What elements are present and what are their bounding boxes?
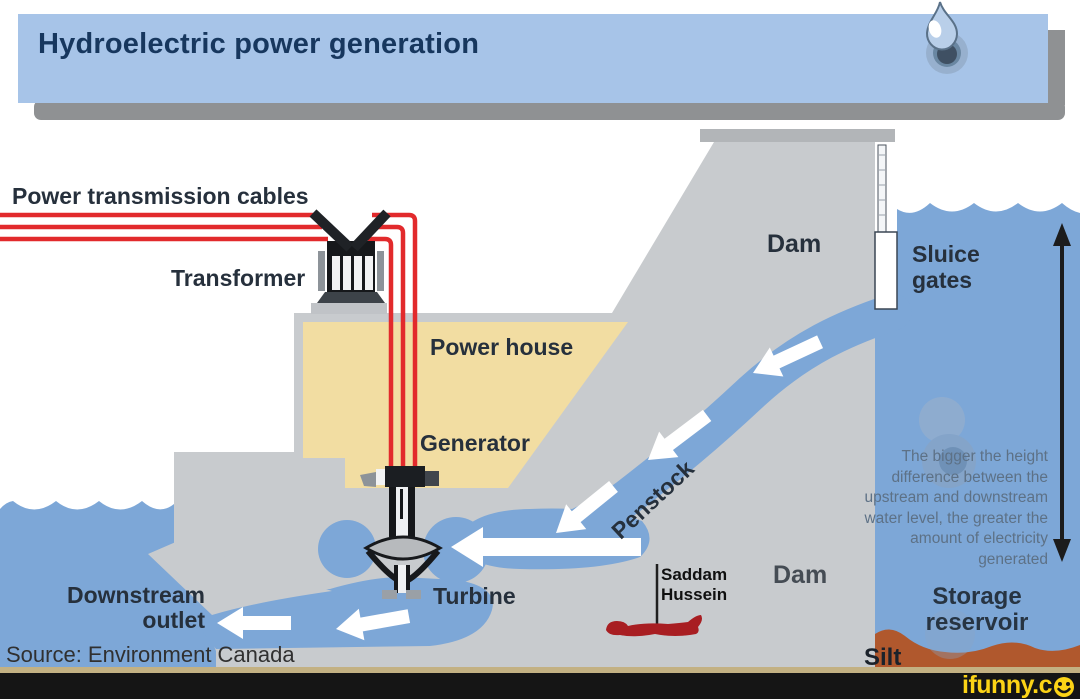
page-title: Hydroelectric power generation [38,28,480,60]
faded-droplet-icon [919,397,976,488]
power-house-building [303,322,628,488]
transformer-unit [309,209,391,314]
downstream-water [0,501,216,671]
title-bar-shadow-bottom [34,100,1065,120]
source-credit: Source: Environment Canada [6,642,295,667]
label-turbine: Turbine [433,583,516,609]
sluice-gate [874,144,898,310]
label-storage-reservoir: Storage reservoir [925,583,1029,636]
label-downstream-outlet: Downstream outlet [66,582,205,634]
reservoir-water [875,203,1080,671]
silt-bed [875,629,1080,671]
label-saddam-hussein: Saddam Hussein [661,565,728,605]
turbine-swirl-left [318,520,376,578]
height-difference-note: The bigger the height difference between… [864,448,1048,569]
faded-ripple-icon [925,609,975,659]
title-bar-shadow-right [1048,30,1065,105]
flow-arrow-into-turbine-icon [451,527,641,567]
label-transformer: Transformer [171,265,306,291]
ifunny-watermark: ifunny.c [962,671,1075,699]
label-dam-lower: Dam [773,561,828,589]
height-difference-arrow-icon [1053,223,1071,562]
smiley-icon [1054,676,1074,697]
bank-spit [148,541,332,615]
dam-crest-cap [700,129,895,142]
label-power-transmission-cables: Power transmission cables [12,183,309,209]
watermark-bar [0,673,1080,699]
water-droplet-icon [925,1,968,74]
saddam-figure [606,615,702,637]
bottom-tan-strip [0,667,1080,673]
label-power-house: Power house [430,334,574,360]
generator-unit [360,466,439,487]
label-sluice-gates: Sluice gates [912,241,980,294]
turbine-assembly [363,487,443,599]
label-silt: Silt [864,644,902,671]
ifunny-watermark-text: ifunny.c [962,671,1052,699]
power-transmission-cables [0,212,418,467]
label-generator: Generator [420,430,530,456]
title-bar [18,14,1048,103]
label-dam-upper: Dam [767,230,822,258]
